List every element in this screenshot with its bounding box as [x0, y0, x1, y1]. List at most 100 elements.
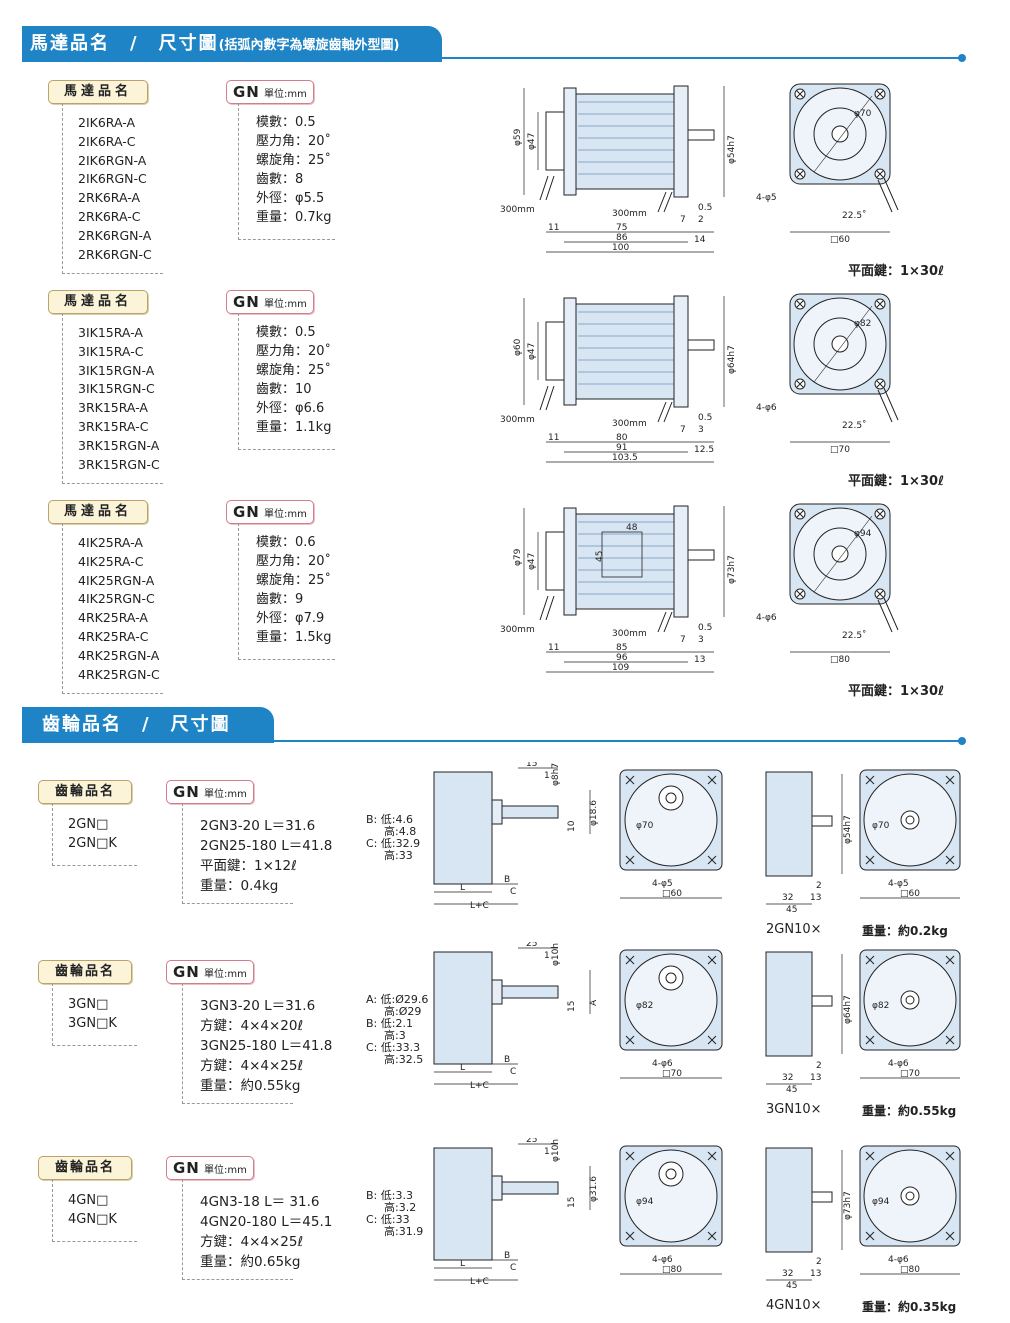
dim-mount-holes: 4-φ5: [888, 879, 909, 889]
model-list-bracket: [62, 523, 163, 694]
model-list-bracket: [52, 983, 137, 1046]
dim-length-4: 100: [612, 243, 629, 253]
gear-spec-item: 方鍵：4×4×25ℓ: [200, 1058, 304, 1074]
dim-mount-holes: 4-φ5: [652, 879, 673, 889]
motor-model-item: 4RK25RGN-C: [78, 666, 160, 682]
motor-spec-item: 螺旋角：25˚: [256, 153, 332, 168]
dim-r3: 13: [810, 1269, 821, 1279]
gear-spec-item: 重量：約0.55kg: [200, 1078, 301, 1094]
dim-shaft-offset: 1: [544, 951, 550, 961]
motor-name-tag: 馬達品名: [48, 290, 148, 314]
motor-spec-item: 重量：1.5kg: [256, 630, 332, 645]
flat-key-label: 平面鍵：1×30ℓ: [848, 684, 945, 699]
dim-angle: 22.5˚: [842, 420, 867, 431]
dim-r3: 13: [810, 893, 821, 903]
dim-pitch-circle: φ94: [636, 1197, 654, 1207]
dim-shaft-offset: 1: [544, 771, 550, 781]
motor-model-item: 2IK6RGN-C: [78, 171, 147, 187]
motor-spec-item: 螺旋角：25˚: [256, 363, 332, 378]
gear-model-item: 4GN□K: [68, 1211, 117, 1227]
spec-list-bracket: [238, 313, 335, 450]
motor-section-banner: 馬達品名 / 尺寸圖(括弧內數字為螺旋齒軸外型圖): [22, 26, 442, 62]
gear-spec-item: 方鍵：4×4×25ℓ: [200, 1234, 304, 1250]
motor-spec-item: 模數：0.5: [256, 325, 316, 340]
gn-label: GN: [233, 83, 260, 101]
gn10-model-label: 3GN10×: [766, 1102, 822, 1117]
gear-model-list: 3GN□3GN□K: [68, 996, 117, 1034]
motor-section-dot: [958, 54, 966, 62]
tolerance-note: 高:31.9: [384, 1225, 424, 1238]
dim-shaft-length: 25: [526, 942, 537, 949]
dim-key-4: 14: [694, 235, 706, 245]
dim-key-2: 7: [680, 215, 686, 225]
model-list-bracket: [62, 313, 163, 484]
gear-name-tag: 齒輪品名: [38, 1156, 132, 1180]
gn10-weight-label: 重量：約0.2kg: [862, 924, 948, 938]
model-list-bracket: [62, 103, 163, 274]
motor-spec-item: 壓力角：20˚: [256, 344, 332, 359]
tolerance-note: B: 低:4.6: [366, 813, 413, 826]
motor-spec-item: 重量：1.1kg: [256, 420, 332, 435]
dim-mount-holes: 4-φ6: [888, 1255, 909, 1265]
gear-spec-item: 2GN25-180 L＝41.8: [200, 838, 333, 854]
dim-shaft-length: 15: [526, 762, 537, 769]
motor-spec-item: 壓力角：20˚: [256, 134, 332, 149]
gn-label: GN: [173, 1159, 200, 1177]
dim-length-2: 80: [616, 433, 628, 443]
motor-model-item: 3IK15RGN-A: [78, 362, 155, 378]
dim-length-3: 91: [616, 443, 627, 453]
dim-r2: 32: [782, 1073, 793, 1083]
motor-spec-item: 齒數：9: [256, 592, 304, 607]
dim-r2: 32: [782, 893, 793, 903]
dim-pilot-diameter: φ54h7: [727, 135, 737, 164]
gn-unit-tag: GN 單位:mm: [166, 780, 254, 804]
motor-model-item: 4IK25RGN-A: [78, 572, 155, 588]
dim-key-2: 7: [680, 635, 686, 645]
dim-r1: 2: [816, 1257, 822, 1267]
dim-square: □80: [662, 1265, 682, 1275]
dim-shaft-offset: 1: [544, 1147, 550, 1157]
tolerance-note: C: 低:32.9: [366, 837, 421, 850]
motor-spec-item: 外徑：φ7.9: [256, 611, 325, 626]
dim-key-3: 3: [698, 635, 704, 645]
gn10-weight-label: 重量：約0.35kg: [862, 1300, 957, 1314]
dim-lead-length: 300mm: [612, 209, 647, 219]
dim-L-plus-C: L+C: [470, 1081, 489, 1091]
gear-spec-item: 4GN3-18 L＝ 31.6: [200, 1194, 320, 1210]
tolerance-note: 高:32.5: [384, 1053, 424, 1066]
tolerance-note: 高:3.2: [384, 1201, 417, 1214]
gear-spec-item: 方鍵：4×4×20ℓ: [200, 1018, 304, 1034]
tolerance-note: 高:Ø29: [384, 1005, 422, 1018]
dim-square: □70: [830, 445, 850, 455]
model-list-bracket: [52, 1179, 137, 1242]
gn-unit-tag: GN 單位:mm: [226, 500, 314, 524]
dim-key-height: 15: [567, 1001, 577, 1012]
motor-model-item: 4IK25RGN-C: [78, 591, 155, 607]
dim-key-4: 13: [694, 655, 705, 665]
dim-square: □60: [900, 889, 920, 899]
gn-label: GN: [233, 293, 260, 311]
motor-model-item: 2IK6RA-C: [78, 133, 136, 149]
dim-length-3: 86: [616, 233, 628, 243]
gear-model-item: 3GN□: [68, 997, 109, 1012]
motor-model-item: 2RK6RGN-C: [78, 246, 152, 262]
gear-model-item: 4GN□: [68, 1193, 109, 1208]
dim-mount-holes: 4-φ6: [756, 613, 777, 623]
dim-shaft-diameter: φ10h7: [551, 1138, 561, 1162]
gear-section-dot: [958, 737, 966, 745]
spec-list-bracket: [182, 1179, 293, 1280]
